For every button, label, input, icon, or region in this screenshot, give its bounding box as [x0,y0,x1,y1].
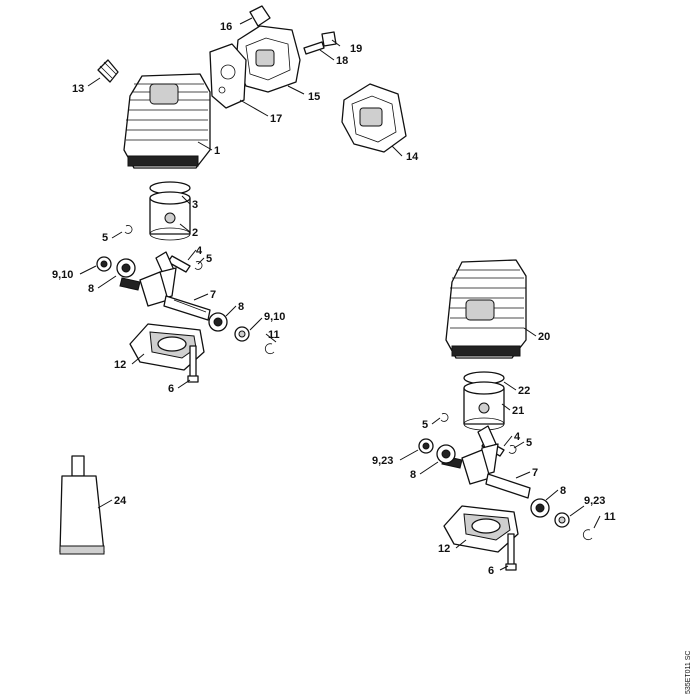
label-12-left: 12 [114,359,126,371]
part-6-bolt [187,345,199,383]
part-21-piston [463,381,505,431]
label-2: 2 [192,227,198,239]
part-2-piston [149,191,191,241]
label-17: 17 [270,113,282,125]
part-13-spark-plug [97,59,119,83]
label-16: 16 [220,21,232,33]
label-8-right-b: 8 [560,485,566,497]
part-12-crankcase [129,323,205,371]
part-5-circlip-b [194,261,203,270]
part-18-screw [303,41,325,55]
label-9-10-left: 9,10 [52,269,73,281]
label-9-23-right: 9,23 [584,495,605,507]
part-8-bearing-right-b [530,498,550,518]
part-16-tab [249,5,271,27]
label-8-left-a: 8 [88,283,94,295]
label-5-right-a: 5 [422,419,428,431]
part-8-bearing-right-a [436,444,456,464]
label-5-right-b: 5 [526,437,532,449]
label-4-left: 4 [196,245,203,257]
label-19: 19 [350,43,362,55]
part-9-23-seal-left [418,438,434,454]
label-1: 1 [214,145,220,157]
part-1-cylinder [123,73,211,169]
part-8-bearing-right [208,312,228,332]
part-8-bearing-left [116,258,136,278]
drawing-code: 535ET011 SC [685,651,692,694]
label-12-right: 12 [438,543,450,555]
part-14-muffler-shell [341,83,407,153]
label-9-23-left: 9,23 [372,455,393,467]
callout-labels: 16 13 15 18 19 17 14 1 3 2 5 4 5 9,10 8 … [52,21,616,577]
label-11-left: 11 [268,329,280,341]
label-24: 24 [114,495,127,507]
part-5-circlip-right [440,413,449,422]
part-11-clip [264,343,275,355]
label-18: 18 [336,55,348,67]
label-6-left: 6 [168,383,174,395]
part-9-10-seal-right [234,326,250,342]
label-20: 20 [538,331,550,343]
label-15: 15 [308,91,320,103]
part-9-23-seal-right [554,512,570,528]
leader-lines [79,17,601,571]
part-9-10-seal-left [96,256,112,272]
part-11-clip-right [582,529,593,541]
label-21: 21 [512,405,524,417]
label-5-left-a: 5 [102,232,108,244]
label-11-right: 11 [604,511,616,523]
part-5-circlip [124,225,133,234]
part-6-bolt-right [505,533,517,571]
label-8-right-a: 8 [410,469,416,481]
label-5-left-b: 5 [206,253,212,265]
part-7-crankshaft [119,251,211,321]
part-20-cylinder [445,259,527,359]
part-17-gasket [209,43,247,109]
part-15-muffler [235,25,301,93]
label-8-left-b: 8 [238,301,244,313]
label-22: 22 [518,385,530,397]
label-14: 14 [406,151,419,163]
label-6-right: 6 [488,565,494,577]
part-24-tube [59,455,105,555]
part-5-circlip-right-b [508,445,517,454]
label-4-right: 4 [514,431,521,443]
label-7-left: 7 [210,289,216,301]
label-9-10-right: 9,10 [264,311,285,323]
label-13: 13 [72,83,84,95]
label-3: 3 [192,199,198,211]
part-12-crankcase-right [443,505,519,553]
label-7-right: 7 [532,467,538,479]
part-19-screw [321,31,337,47]
